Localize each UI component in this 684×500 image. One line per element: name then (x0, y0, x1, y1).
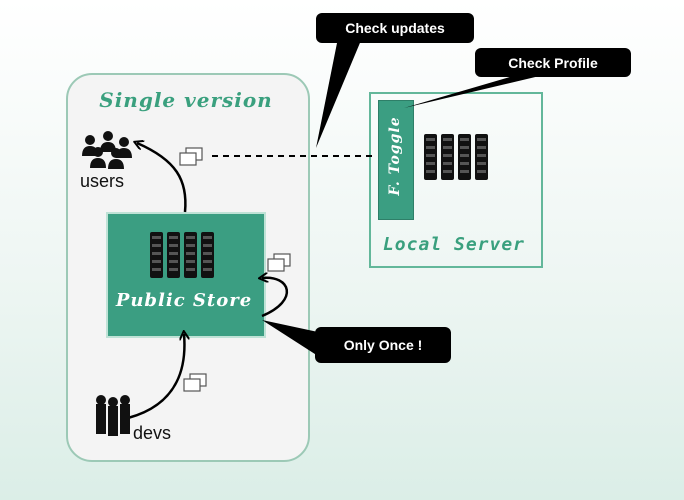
public-store-label: Public Store (115, 290, 253, 311)
package-icon (179, 147, 203, 166)
users-label: users (80, 171, 125, 191)
local-server-label: Local Server (382, 234, 526, 255)
feature-toggle-bar (378, 100, 414, 220)
check-updates-pointer (316, 38, 362, 148)
check-updates-callout: Check updates (316, 13, 474, 43)
only-once-callout: Only Once ! (315, 327, 451, 363)
server-rack-icon (424, 134, 488, 180)
users-group-icon (82, 131, 132, 169)
check-profile-callout: Check Profile (475, 48, 631, 77)
check-profile-pointer (404, 74, 548, 108)
devs-group-icon (96, 395, 130, 436)
only-once-pointer (262, 320, 318, 356)
package-icon (183, 373, 207, 392)
devs-to-store-arrow (127, 334, 184, 420)
single-version-title: Single version (99, 88, 273, 112)
store-to-users-arrow (137, 143, 187, 213)
package-icon (267, 253, 291, 272)
self-update-loop-arrow (262, 278, 288, 318)
server-rack-icon (150, 232, 214, 278)
devs-label: devs (133, 423, 172, 443)
